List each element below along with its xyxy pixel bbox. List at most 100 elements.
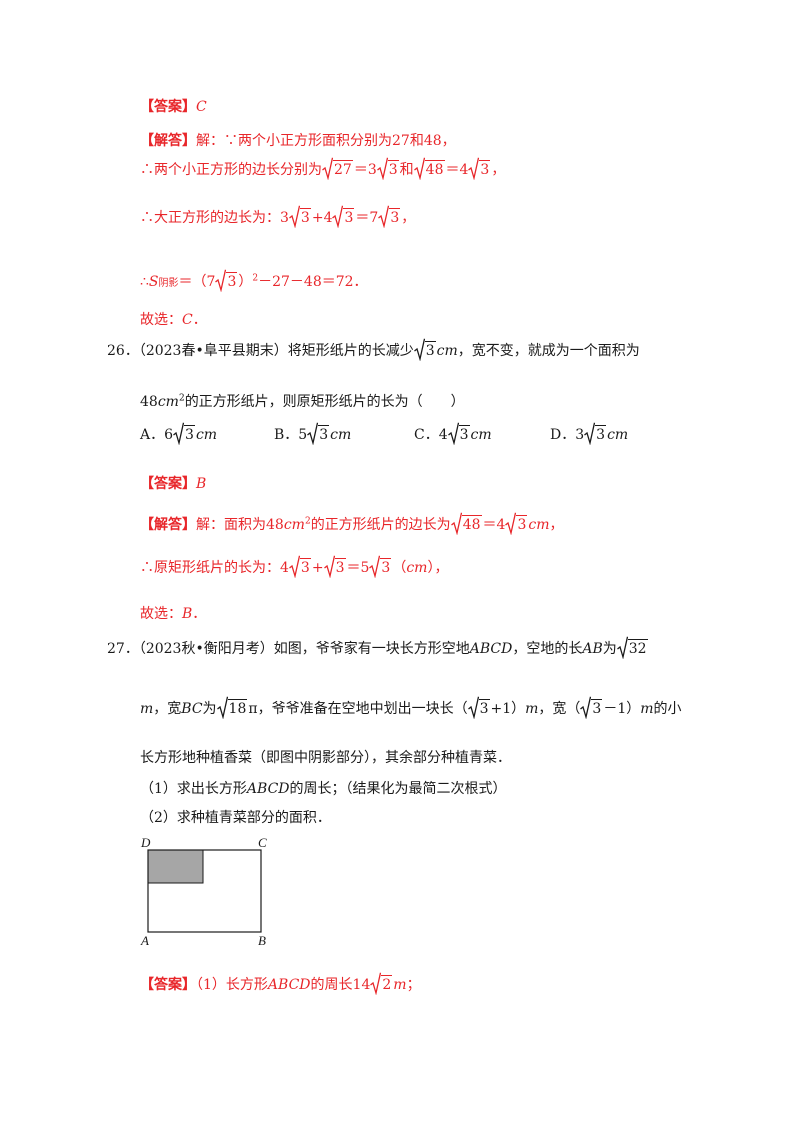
unit: cm xyxy=(157,394,179,410)
sqrt: 3 xyxy=(413,338,436,361)
rectangle-figure: D C A B xyxy=(140,835,267,948)
question-text: +1） xyxy=(490,701,526,717)
answer-tag: 【答案】 xyxy=(140,99,196,115)
unit: m xyxy=(140,701,154,717)
sqrt: 3 xyxy=(447,422,470,445)
radical-sign-icon xyxy=(468,157,480,180)
sqrt: 3 xyxy=(467,696,490,719)
unit: cm xyxy=(283,517,305,533)
unit: cm xyxy=(436,343,458,359)
radicand: 18 xyxy=(227,699,248,717)
question-text: 的正方形纸片，则原矩形纸片的长为（ ） xyxy=(184,394,465,410)
radicand: 3 xyxy=(595,425,607,443)
question-text: 48 xyxy=(140,394,158,410)
solution-text: + xyxy=(311,560,324,576)
sqrt: 3 xyxy=(323,555,346,578)
rectangle-abcd xyxy=(147,849,262,933)
question-text: ，空地的长 xyxy=(512,641,583,657)
var-ab: AB xyxy=(582,641,603,657)
question-text: 的小 xyxy=(653,701,682,717)
solution-text: ＝4 xyxy=(482,517,506,533)
radical-sign-icon xyxy=(413,338,425,361)
option-label: D．3 xyxy=(550,427,585,443)
question-text: （2）求种植青菜部分的面积． xyxy=(140,810,331,826)
question-27-part-2: （2）求种植青菜部分的面积． xyxy=(140,808,331,828)
radical-sign-icon xyxy=(369,555,381,578)
unit: cm xyxy=(406,560,428,576)
sqrt: 27 xyxy=(322,157,353,180)
radical-sign-icon xyxy=(215,269,227,292)
question-text: －1） xyxy=(603,701,641,717)
radical-sign-icon xyxy=(467,696,479,719)
radicand: 48 xyxy=(424,160,445,178)
solution-text: ∴原矩形纸片的长为：4 xyxy=(140,560,289,576)
radicand: 3 xyxy=(343,208,355,226)
solution-tag: 【解答】 xyxy=(140,517,196,533)
question-number: 27． xyxy=(107,641,139,657)
radical-sign-icon xyxy=(580,696,592,719)
sqrt: 48 xyxy=(450,512,482,535)
option-label: C．4 xyxy=(414,427,448,443)
radicand: 3 xyxy=(184,425,195,443)
radicand: 3 xyxy=(318,425,330,443)
unit: m xyxy=(393,977,407,993)
sqrt: 48 xyxy=(413,157,445,180)
answer-value: B xyxy=(196,476,207,492)
radical-sign-icon xyxy=(173,422,185,445)
vertex-label-d: D xyxy=(140,835,151,850)
var-abcd: ABCD xyxy=(246,781,290,797)
question-27-line-1: 27．（2023秋•衡阳月考）如图，爷爷家有一块长方形空地ABCD，空地的长AB… xyxy=(107,636,649,659)
solution-text: －27－48＝72． xyxy=(258,274,368,290)
radicand: 48 xyxy=(461,515,482,533)
question-text: 为 xyxy=(202,701,217,717)
solution-text: （ xyxy=(392,560,407,576)
solution-text: ＝（7 xyxy=(178,274,216,290)
radicand: 3 xyxy=(299,558,311,576)
question-number: 26． xyxy=(107,343,139,359)
rectangle-diagram: D C A B xyxy=(140,835,280,950)
radical-sign-icon xyxy=(289,205,300,228)
sqrt: 3 xyxy=(376,157,399,180)
radicand: 3 xyxy=(516,515,528,533)
radical-sign-icon xyxy=(450,512,462,535)
radical-sign-icon xyxy=(322,157,333,180)
radical-sign-icon xyxy=(378,205,390,228)
radicand: 32 xyxy=(627,639,648,657)
solution-text: ＝4 xyxy=(445,162,469,178)
sqrt: 2 xyxy=(370,972,393,995)
answer-text: ； xyxy=(406,977,421,993)
solution-text: ∴ xyxy=(140,274,149,290)
solution-26-choose: 故选：B． xyxy=(140,604,206,624)
superscript: 2 xyxy=(252,273,259,284)
radicand: 27 xyxy=(333,160,353,178)
unit: m xyxy=(640,701,654,717)
solution-text: ， xyxy=(549,517,564,533)
radicand: 3 xyxy=(380,558,392,576)
radical-sign-icon xyxy=(413,157,425,180)
sqrt: 3 xyxy=(505,512,528,535)
var-s: S xyxy=(148,274,159,290)
radicand: 3 xyxy=(226,272,238,290)
radical-sign-icon xyxy=(584,422,596,445)
sqrt: 32 xyxy=(616,636,648,659)
radicand: 3 xyxy=(299,208,311,226)
sqrt: 3 xyxy=(215,269,238,292)
sqrt: 3 xyxy=(468,157,491,180)
var-bc: BC xyxy=(181,701,203,717)
solution-text: ． xyxy=(192,312,207,328)
solution-text: ） xyxy=(238,274,253,290)
chosen-value: C xyxy=(182,312,193,328)
radical-sign-icon xyxy=(323,555,335,578)
solution-text: ＝7 xyxy=(355,210,379,226)
var-abcd: ABCD xyxy=(267,977,311,993)
